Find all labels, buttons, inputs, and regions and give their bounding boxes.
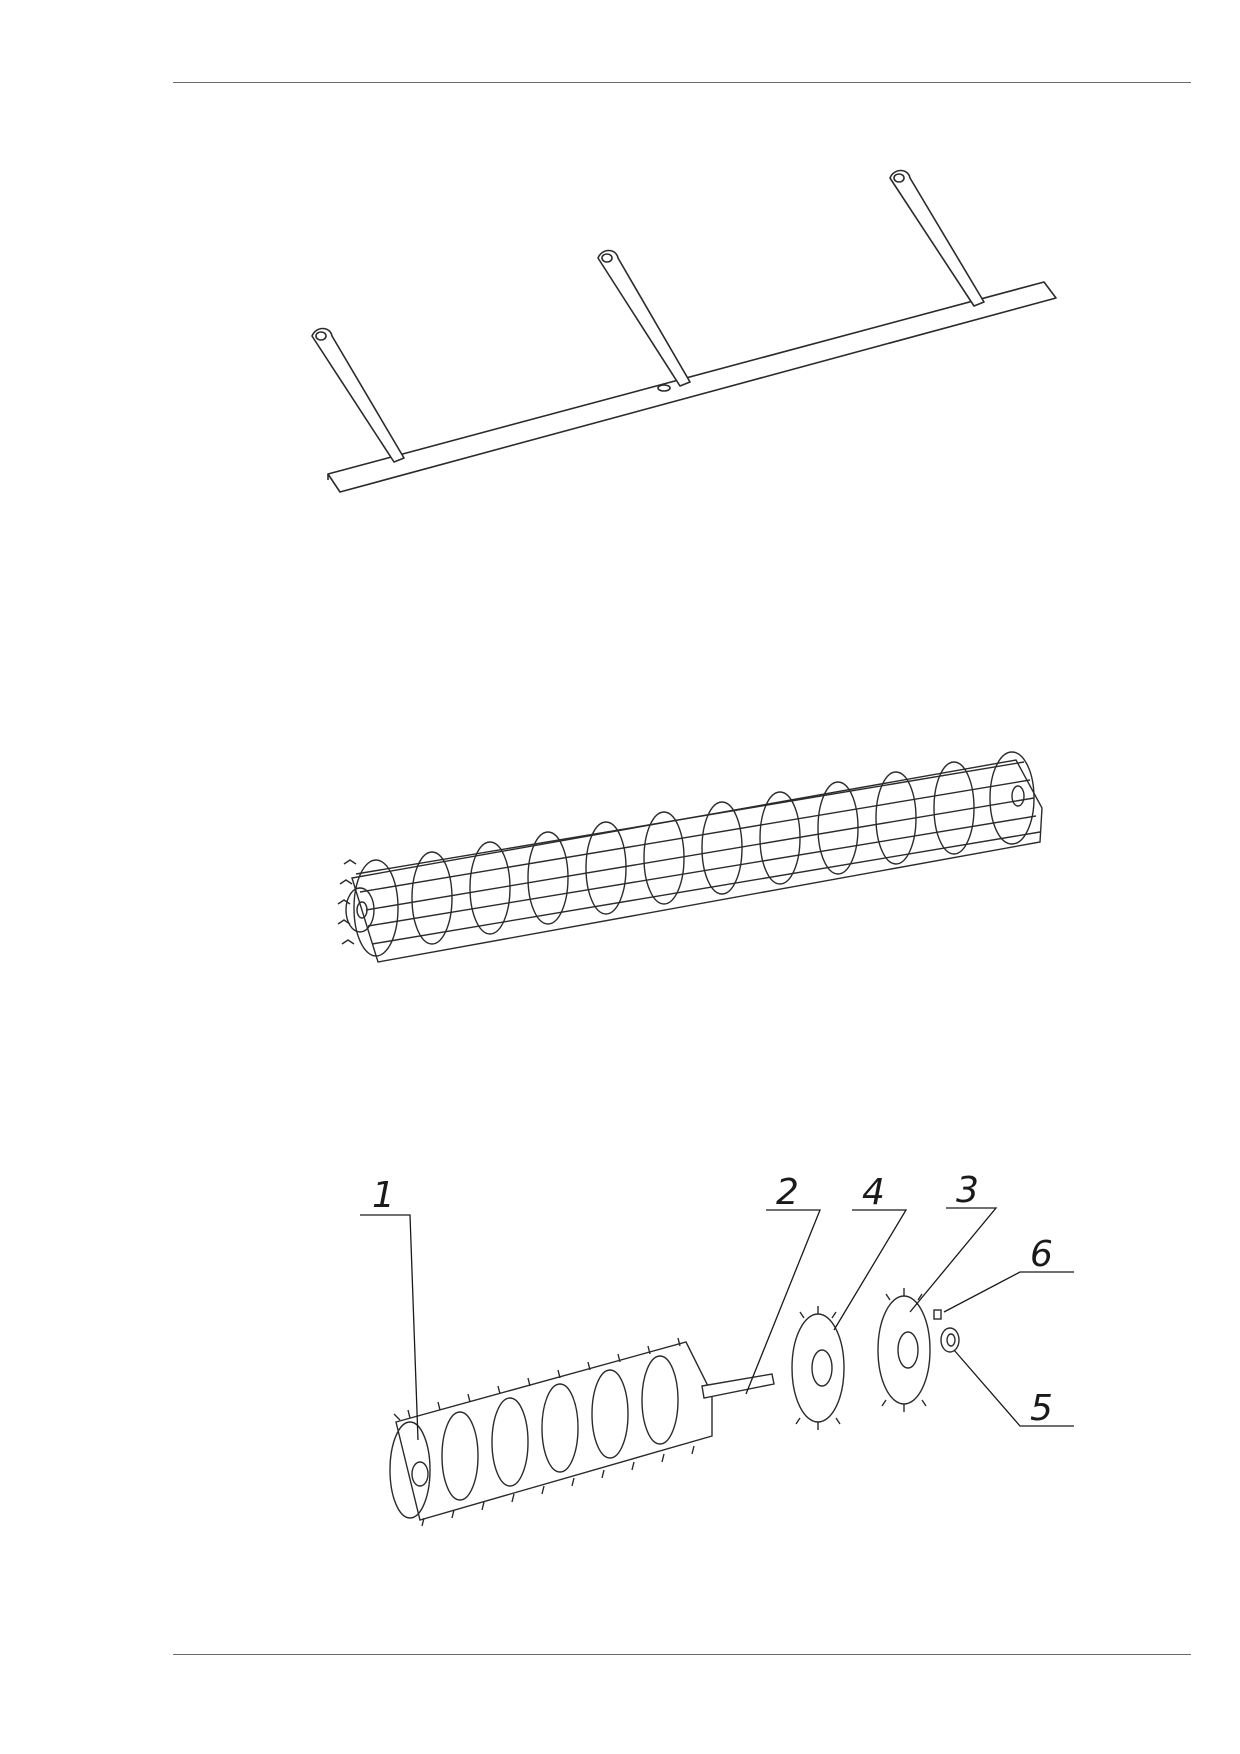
end-plate-toothed	[337, 859, 357, 945]
spiked-disc-3	[877, 1295, 931, 1405]
callout-6: 6	[1030, 1234, 1053, 1275]
spiked-disc-4	[791, 1313, 845, 1423]
support-arm-left	[311, 327, 405, 463]
callout-4: 4	[862, 1172, 885, 1213]
leader-3	[909, 1207, 998, 1313]
roller-spikes	[389, 1337, 695, 1527]
shaft	[701, 1373, 775, 1399]
callout-5: 5	[1030, 1388, 1053, 1429]
leader-4	[833, 1209, 908, 1331]
support-arm-right	[889, 169, 985, 307]
leader-6	[943, 1271, 1074, 1313]
callout-1: 1	[372, 1175, 395, 1216]
leader-2	[745, 1209, 821, 1395]
callout-leaders	[360, 1207, 1074, 1441]
nut-6	[933, 1309, 942, 1320]
cage-roller-drawing	[337, 751, 1043, 963]
leader-5	[953, 1349, 1074, 1427]
ring-frames	[353, 751, 1035, 957]
leader-1	[360, 1214, 419, 1441]
callout-3: 3	[956, 1170, 979, 1211]
axle-hole	[345, 887, 375, 933]
callout-2: 2	[776, 1172, 799, 1213]
footer-rule	[173, 1654, 1191, 1655]
cage-outline	[351, 759, 1043, 963]
roller-body	[395, 1341, 713, 1521]
bar-assembly-drawing	[311, 169, 1057, 493]
spiked-roller-exploded-drawing: 1 2 4 3 6 5	[360, 1170, 1074, 1527]
support-arm-middle	[597, 249, 691, 387]
header-rule	[173, 82, 1191, 83]
long-flat-bar	[327, 281, 1057, 493]
